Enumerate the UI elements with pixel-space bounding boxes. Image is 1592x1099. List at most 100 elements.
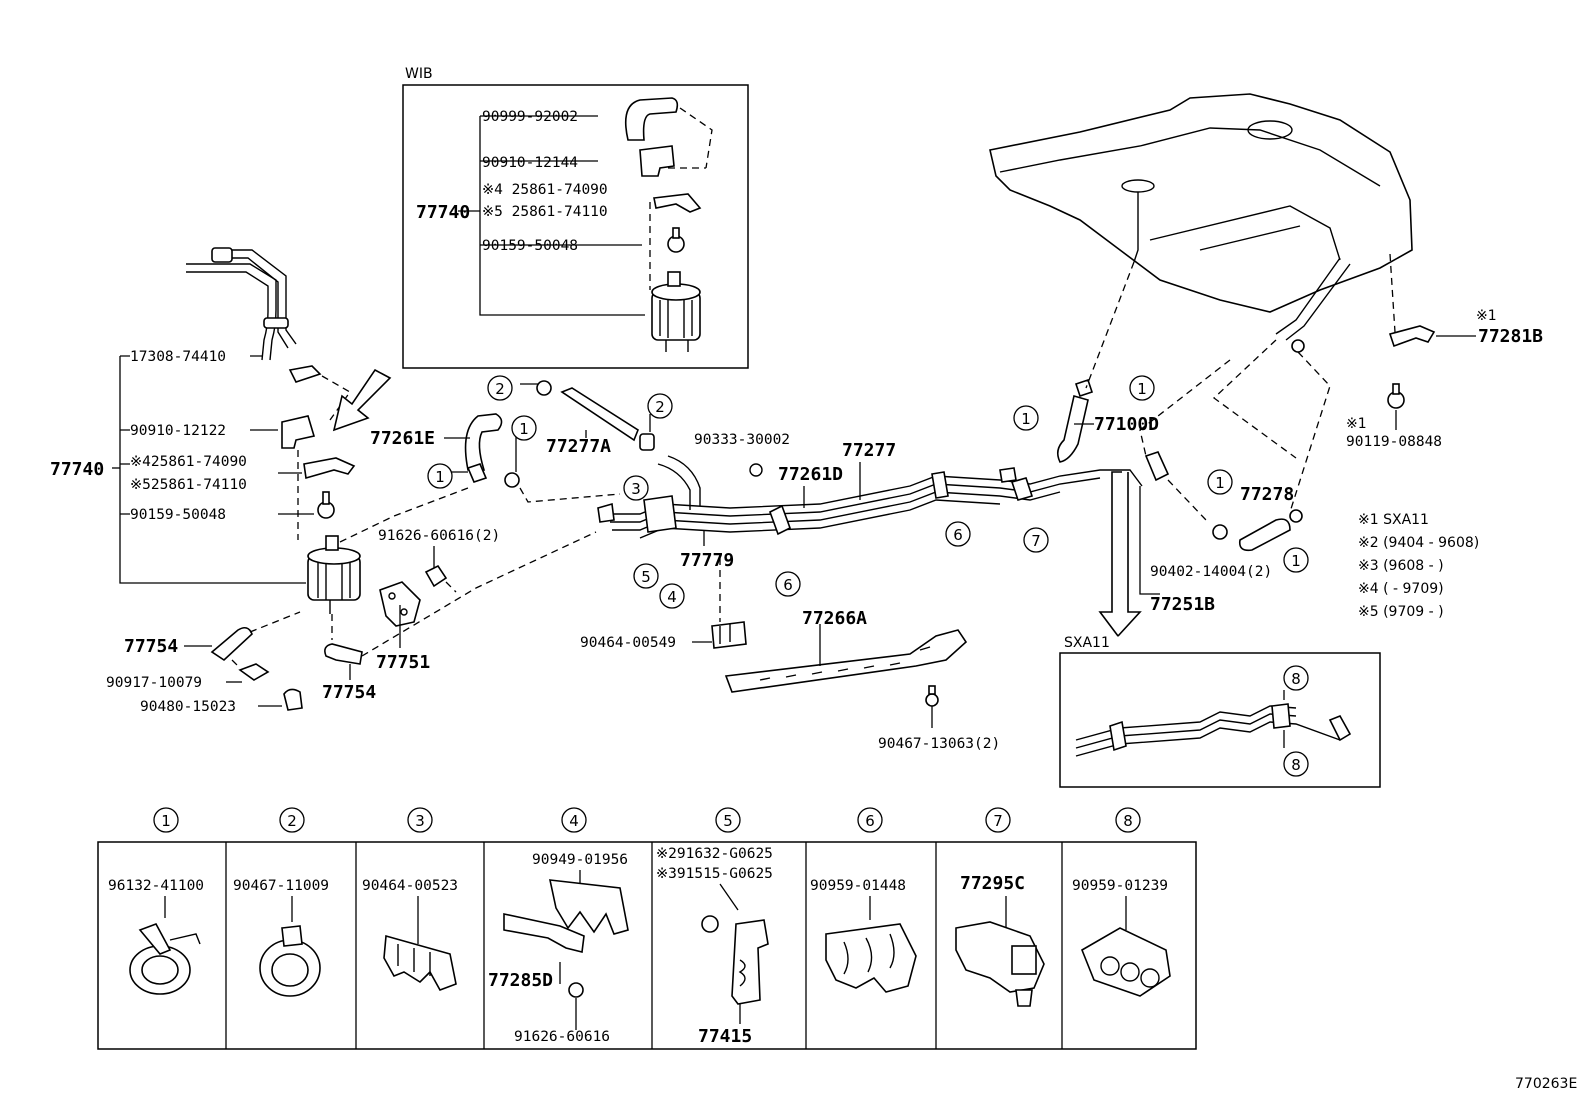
callout-number: 5 <box>641 568 651 586</box>
tube-77277a-drawing <box>520 380 655 451</box>
legend-line: ※5 (9709 - ) <box>1358 604 1444 620</box>
wib-bolt-drawing <box>667 227 685 253</box>
callout-number: 6 <box>953 526 963 544</box>
callout-number: 4 <box>569 812 579 830</box>
clamp-90467-11009-drawing <box>259 896 321 997</box>
leader-77251b <box>1139 486 1160 595</box>
table-part: 90949-01956 <box>532 852 628 868</box>
callout-number: 3 <box>631 480 641 498</box>
hose-77261e-drawing <box>444 413 503 471</box>
diagram-id: 770263E <box>1515 1076 1577 1092</box>
sxa11-label: SXA11 <box>1064 635 1110 651</box>
sxa11-inset-frame <box>1059 652 1381 788</box>
callout-circle <box>1207 469 1233 495</box>
clip-parts-table: 96132-41100 90467-11009 90464-00523 9094… <box>97 841 1197 1050</box>
callout-circle <box>1283 751 1309 777</box>
callout-number: 1 <box>1137 380 1147 398</box>
part-77251b: 77251B <box>1150 594 1215 615</box>
o-ring-drawing <box>749 463 763 477</box>
table-part: 77295C <box>960 873 1025 894</box>
part-25861-74090-wib: ※4 25861-74090 <box>482 182 608 198</box>
wib-hose-drawing <box>624 97 713 169</box>
part-90999-92002: 90999-92002 <box>482 109 578 125</box>
part-90910-12144: 90910-12144 <box>482 155 578 171</box>
callout-circle <box>1283 547 1309 573</box>
left-bracket-drawing <box>303 457 356 480</box>
legend-line: ※3 (9608 - ) <box>1358 558 1444 574</box>
table-part: 77415 <box>698 1026 752 1047</box>
wib-bracket-drawing <box>649 193 702 290</box>
callout-circle <box>775 571 801 597</box>
callout-number: 2 <box>495 380 505 398</box>
valve-90917-drawing <box>226 659 270 683</box>
clamp-90464-00523-drawing <box>383 896 457 991</box>
clamp-90464-00549-drawing <box>692 558 747 649</box>
variant-legend: ※1 SXA11 ※2 (9404 - 9608) ※3 (9608 - ) ※… <box>1358 512 1479 620</box>
clamp-90959-01448-drawing <box>825 896 917 993</box>
part-77754-a: 77754 <box>124 636 178 657</box>
part-25861-74090-left: ※425861-74090 <box>130 454 247 470</box>
part-90464-00549: 90464-00549 <box>580 635 676 651</box>
part-90910-12122: 90910-12122 <box>130 423 226 439</box>
hose-77754-a-drawing <box>184 611 301 662</box>
callout-circle <box>1013 405 1039 431</box>
arrow-icon <box>332 368 392 432</box>
legend-line: ※4 ( - 9709) <box>1358 581 1444 597</box>
table-part: ※391515-G0625 <box>656 866 773 882</box>
part-90917-10079: 90917-10079 <box>106 675 202 691</box>
callout-number: 8 <box>1291 756 1301 774</box>
callout-circle <box>427 463 453 489</box>
wib-bracket <box>458 115 645 316</box>
dashed-to-77278 <box>1167 479 1207 521</box>
part-77278: 77278 <box>1240 484 1294 505</box>
callout-circle <box>1129 375 1155 401</box>
callout-number: 1 <box>161 812 171 830</box>
clamp-96132-drawing <box>129 896 201 995</box>
callout-number: 4 <box>667 588 677 606</box>
callout-number: 1 <box>435 468 445 486</box>
part-90159-50048-left: 90159-50048 <box>130 507 226 523</box>
callout-circle <box>1023 527 1049 553</box>
part-90333-30002: 90333-30002 <box>694 432 790 448</box>
left-clamp-drawing <box>281 415 316 540</box>
part-77754-b: 77754 <box>322 682 376 703</box>
table-part: 90959-01239 <box>1072 878 1168 894</box>
sxa11-lines-drawing <box>1075 690 1352 757</box>
table-part: 90464-00523 <box>362 878 458 894</box>
left-vsv-canister-drawing <box>307 487 469 640</box>
callout-circle <box>623 475 649 501</box>
callout-number: 1 <box>1021 410 1031 428</box>
callout-number: 2 <box>287 812 297 830</box>
bracket-77281b-drawing <box>1387 325 1476 430</box>
bracket-77751-drawing <box>379 581 421 648</box>
sxa11-arrow-icon <box>1098 471 1142 637</box>
part-77779: 77779 <box>680 550 734 571</box>
note-x1-b: ※1 <box>1346 416 1367 432</box>
clamp-77295c-drawing <box>955 896 1045 1007</box>
callout-circle <box>647 393 673 419</box>
note-x1-a: ※1 <box>1476 308 1497 324</box>
clamp-near-tank-drawing <box>1144 451 1170 482</box>
wib-vsv-canister-drawing <box>651 271 701 352</box>
left-bolt-drawing <box>317 491 335 519</box>
part-25861-74110-wib: ※5 25861-74110 <box>482 204 608 220</box>
part-90480-15023: 90480-15023 <box>140 699 236 715</box>
callout-number: 6 <box>865 812 875 830</box>
callout-circle <box>407 807 433 833</box>
part-90467-13063-2: 90467-13063(2) <box>878 736 1000 752</box>
part-77266a: 77266A <box>802 608 867 629</box>
part-77281b: 77281B <box>1478 326 1543 347</box>
callout-number: 2 <box>655 398 665 416</box>
cap-90480-drawing <box>258 688 303 711</box>
part-77740-left: 77740 <box>50 459 104 480</box>
legend-line: ※1 SXA11 <box>1358 512 1429 528</box>
callout-number: 1 <box>1215 474 1225 492</box>
callout-circle <box>633 563 659 589</box>
callout-circle <box>153 807 179 833</box>
table-part: 91626-60616 <box>514 1029 610 1045</box>
callout-circle <box>487 375 513 401</box>
callout-circle <box>1115 807 1141 833</box>
callout-number: 6 <box>783 576 793 594</box>
left-pipe-assembly-drawing <box>186 247 351 421</box>
